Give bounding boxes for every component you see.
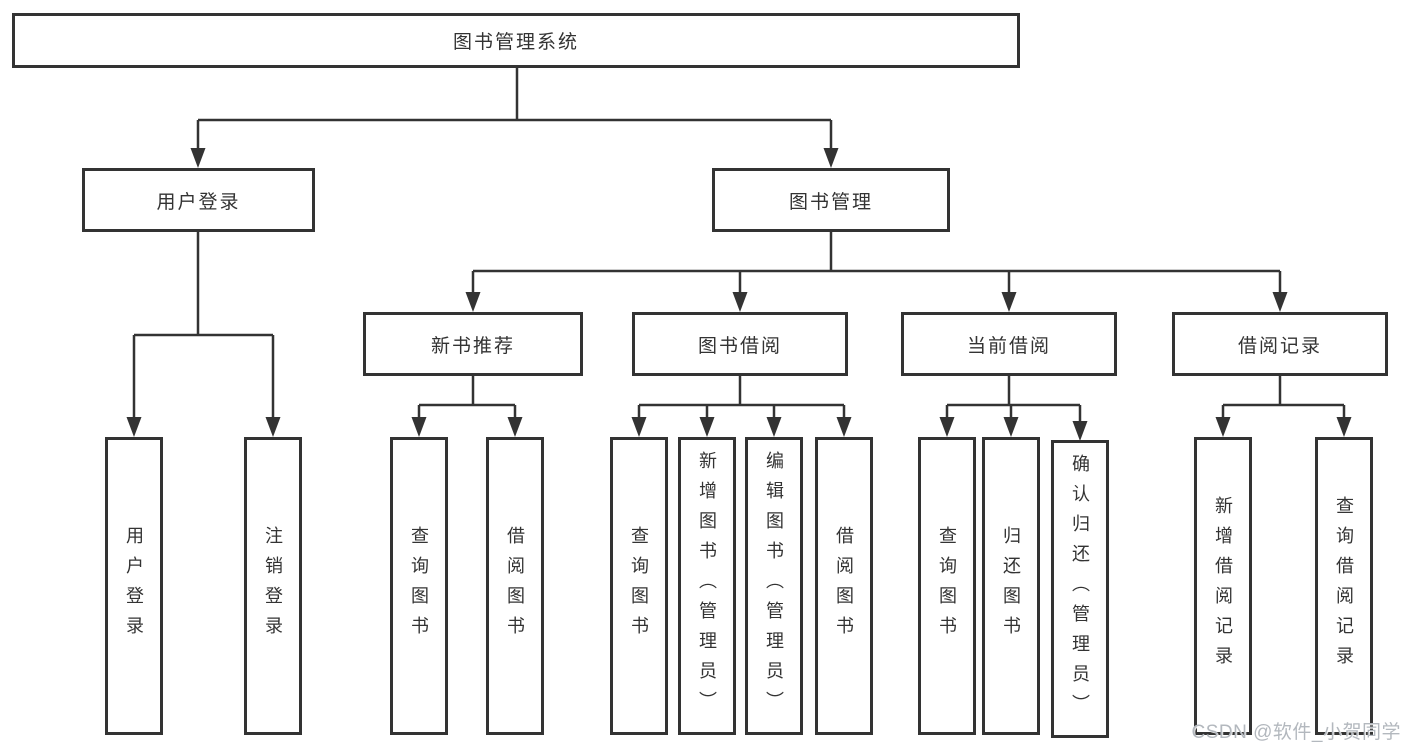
node-leaf-add-book-admin: 新增图书（管理员） xyxy=(678,437,736,735)
node-leaf-logout: 注销登录 xyxy=(244,437,302,735)
node-label: 确认归还（管理员） xyxy=(1070,454,1090,724)
arrowhead-icons xyxy=(126,148,1352,441)
node-leaf-add-borrow-record: 新增借阅记录 xyxy=(1194,437,1252,735)
node-label: 查询借阅记录 xyxy=(1334,496,1354,676)
node-label: 注销登录 xyxy=(263,526,283,646)
node-leaf-return-book: 归还图书 xyxy=(982,437,1040,735)
node-label: 借阅图书 xyxy=(505,526,525,646)
node-leaf-query-borrow-record: 查询借阅记录 xyxy=(1315,437,1373,735)
node-book-management: 图书管理 xyxy=(712,168,950,232)
node-label: 查询图书 xyxy=(629,526,649,646)
node-library-system: 图书管理系统 xyxy=(12,13,1020,68)
node-leaf-user-login: 用户登录 xyxy=(105,437,163,735)
node-leaf-query-books-1: 查询图书 xyxy=(390,437,448,735)
node-leaf-borrow-books-2: 借阅图书 xyxy=(815,437,873,735)
connector-lines xyxy=(132,68,1346,425)
node-label: 新增借阅记录 xyxy=(1213,496,1233,676)
node-new-book-recommend: 新书推荐 xyxy=(363,312,583,376)
node-label: 新增图书（管理员） xyxy=(697,451,717,721)
node-label: 用户登录 xyxy=(124,526,144,646)
node-borrowing-records: 借阅记录 xyxy=(1172,312,1388,376)
node-user-login: 用户登录 xyxy=(82,168,315,232)
node-label: 查询图书 xyxy=(937,526,957,646)
node-current-borrowing: 当前借阅 xyxy=(901,312,1117,376)
node-leaf-query-books-3: 查询图书 xyxy=(918,437,976,735)
node-leaf-confirm-return-admin: 确认归还（管理员） xyxy=(1051,440,1109,738)
node-leaf-borrow-books-1: 借阅图书 xyxy=(486,437,544,735)
node-leaf-edit-book-admin: 编辑图书（管理员） xyxy=(745,437,803,735)
node-label: 编辑图书（管理员） xyxy=(764,451,784,721)
node-label: 借阅图书 xyxy=(834,526,854,646)
node-label: 查询图书 xyxy=(409,526,429,646)
node-book-borrowing: 图书借阅 xyxy=(632,312,848,376)
node-leaf-query-books-2: 查询图书 xyxy=(610,437,668,735)
csdn-watermark: CSDN @软件_小贺同学 xyxy=(1191,722,1401,743)
node-label: 归还图书 xyxy=(1001,526,1021,646)
